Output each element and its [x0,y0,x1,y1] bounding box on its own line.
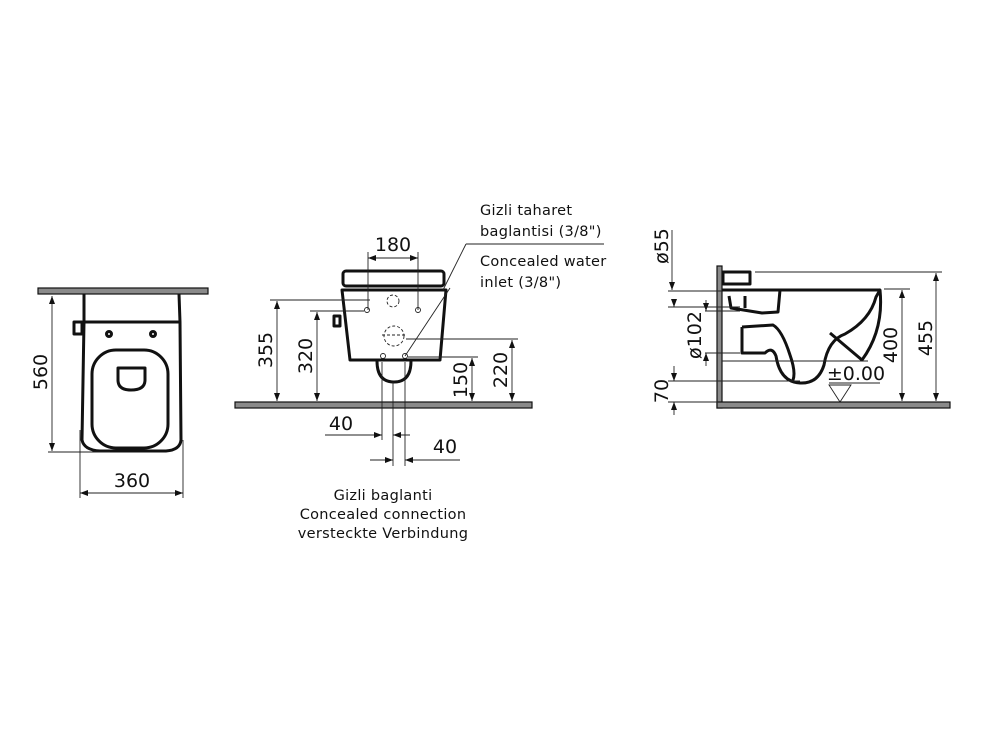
dim-width: 360 [114,470,150,492]
dim-height-lower: 320 [295,338,317,374]
dim-fixing-spacing: 180 [375,234,411,256]
connection-label: Gizli baglanti Concealed connection vers… [298,488,468,542]
svg-text:Gizli baglanti: Gizli baglanti [334,488,433,504]
bowl-body [340,288,448,362]
svg-text:Concealed water: Concealed water [480,254,607,270]
dim-depth: 560 [30,354,52,390]
dim-height-upper: 355 [255,332,277,368]
dim-outlet-height: 70 [651,379,673,403]
front-view: 180 355 320 150 220 40 40 Gizli taharet [234,203,607,542]
svg-text:Gizli taharet: Gizli taharet [480,203,572,219]
svg-text:versteckte Verbindung: versteckte Verbindung [298,526,468,542]
dim-offset-left: 40 [329,413,353,435]
floor [234,401,533,409]
svg-text:inlet (3/8"): inlet (3/8") [480,275,561,291]
floor [716,401,951,409]
outlet [375,360,413,384]
dim-offset-right: 40 [433,436,457,458]
svg-text:baglantisi (3/8"): baglantisi (3/8") [480,224,602,240]
dim-inlet-height: 150 [450,362,472,398]
water-inlet-label: Gizli taharet baglantisi (3/8") Conceale… [480,203,607,291]
top-view: 560 360 [30,287,209,498]
side-view: ø55 ø102 70 400 455 ±0.00 [651,228,951,415]
floor-level-label: ±0.00 [827,363,885,385]
dim-total-height: 455 [915,320,937,356]
seat-lid [341,269,446,288]
dim-outlet-diameter: ø102 [684,311,706,359]
seat-lid [90,348,170,450]
dim-inlet-diameter: ø55 [651,228,673,264]
wall [716,265,723,409]
bowl-outline [80,293,183,453]
dim-rim-height: 400 [880,327,902,363]
wall [37,287,209,295]
svg-text:Concealed connection: Concealed connection [300,507,467,523]
dim-connection-height: 220 [490,352,512,388]
